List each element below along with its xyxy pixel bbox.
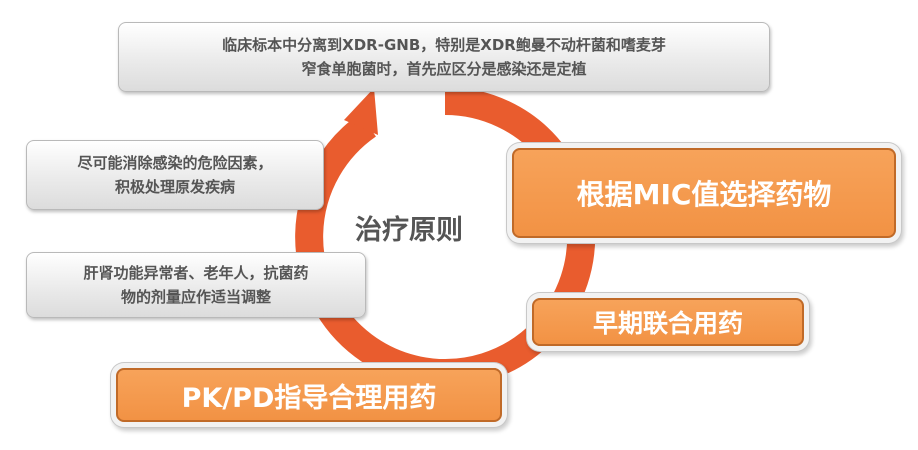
- principle-3-line1: 肝肾功能异常者、老年人，抗菌药: [83, 264, 309, 282]
- highlight-combination: 早期联合用药: [532, 298, 804, 346]
- highlight-mic: 根据MIC值选择药物: [512, 148, 896, 238]
- principle-2-line2: 积极处理原发疾病: [114, 178, 235, 196]
- arrow-head-icon: [344, 88, 378, 135]
- center-title: 治疗原则: [355, 215, 463, 246]
- principle-2-line1: 尽可能消除感染的危险因素，: [77, 154, 273, 172]
- principle-box-1: 临床标本中分离到XDR-GNB，特别是XDR鲍曼不动杆菌和嗜麦芽 窄食单胞菌时，…: [118, 22, 770, 92]
- principle-box-3: 肝肾功能异常者、老年人，抗菌药 物的剂量应作适当调整: [26, 252, 366, 318]
- highlight-pkpd: PK/PD指导合理用药: [116, 368, 502, 422]
- principle-1-line1: 临床标本中分离到XDR-GNB，特别是XDR鲍曼不动杆菌和嗜麦芽: [222, 36, 666, 54]
- principle-1-line2: 窄食单胞菌时，首先应区分是感染还是定植: [301, 60, 587, 78]
- principle-3-line2: 物的剂量应作适当调整: [120, 288, 271, 306]
- principle-box-2: 尽可能消除感染的危险因素， 积极处理原发疾病: [26, 140, 324, 210]
